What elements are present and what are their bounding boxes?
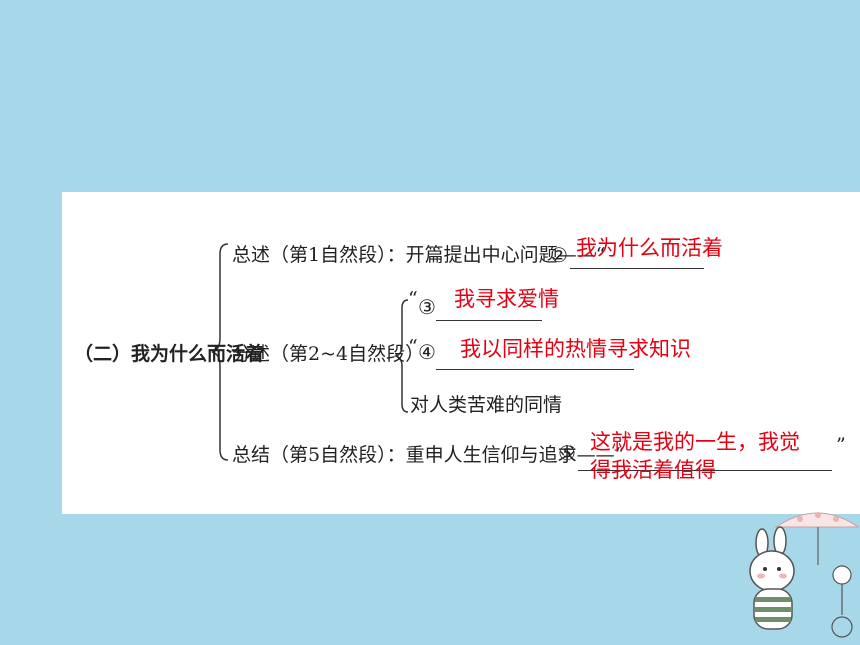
blank-line-5 bbox=[578, 470, 832, 471]
outline-card: （二）我为什么而活着 总述（第1自然段）：开篇提出中心问题——“ ② 我为什么而… bbox=[62, 192, 860, 514]
close-quote-5: ” bbox=[836, 434, 846, 456]
answer-5-line2: 得我活着值得 bbox=[590, 458, 716, 482]
quote-mark-3: “ bbox=[408, 288, 418, 310]
quote-mark-4: “ bbox=[408, 336, 418, 358]
answer-2: 我为什么而活着 bbox=[576, 236, 723, 260]
blank-number-2: ② bbox=[550, 243, 568, 267]
blank-line-4 bbox=[436, 369, 634, 370]
outline-braces bbox=[211, 243, 409, 461]
blank-number-3: ③ bbox=[418, 295, 436, 319]
answer-4: 我以同样的热情寻求知识 bbox=[460, 337, 691, 361]
detail-section-label: 分述（第2~4自然段） bbox=[232, 343, 425, 365]
answer-5-line1: 这就是我的一生，我觉 bbox=[590, 430, 800, 454]
conclusion-text: 总结（第5自然段）：重申人生信仰与追求——“ bbox=[232, 444, 625, 466]
blank-line-2 bbox=[570, 268, 704, 269]
cartoon-bunny-umbrella-icon bbox=[749, 512, 860, 638]
item-sympathy: 对人类苦难的同情 bbox=[410, 394, 563, 416]
summary-intro-text: 总述（第1自然段）：开篇提出中心问题——“ bbox=[232, 244, 606, 266]
outline-root: （二）我为什么而活着 bbox=[74, 343, 265, 365]
main-brace bbox=[211, 243, 229, 461]
blank-number-5: ⑤ bbox=[558, 441, 576, 465]
answer-3: 我寻求爱情 bbox=[454, 287, 559, 311]
blank-line-3 bbox=[436, 320, 542, 321]
blank-number-4: ④ bbox=[418, 340, 436, 364]
sub-brace bbox=[393, 299, 409, 413]
